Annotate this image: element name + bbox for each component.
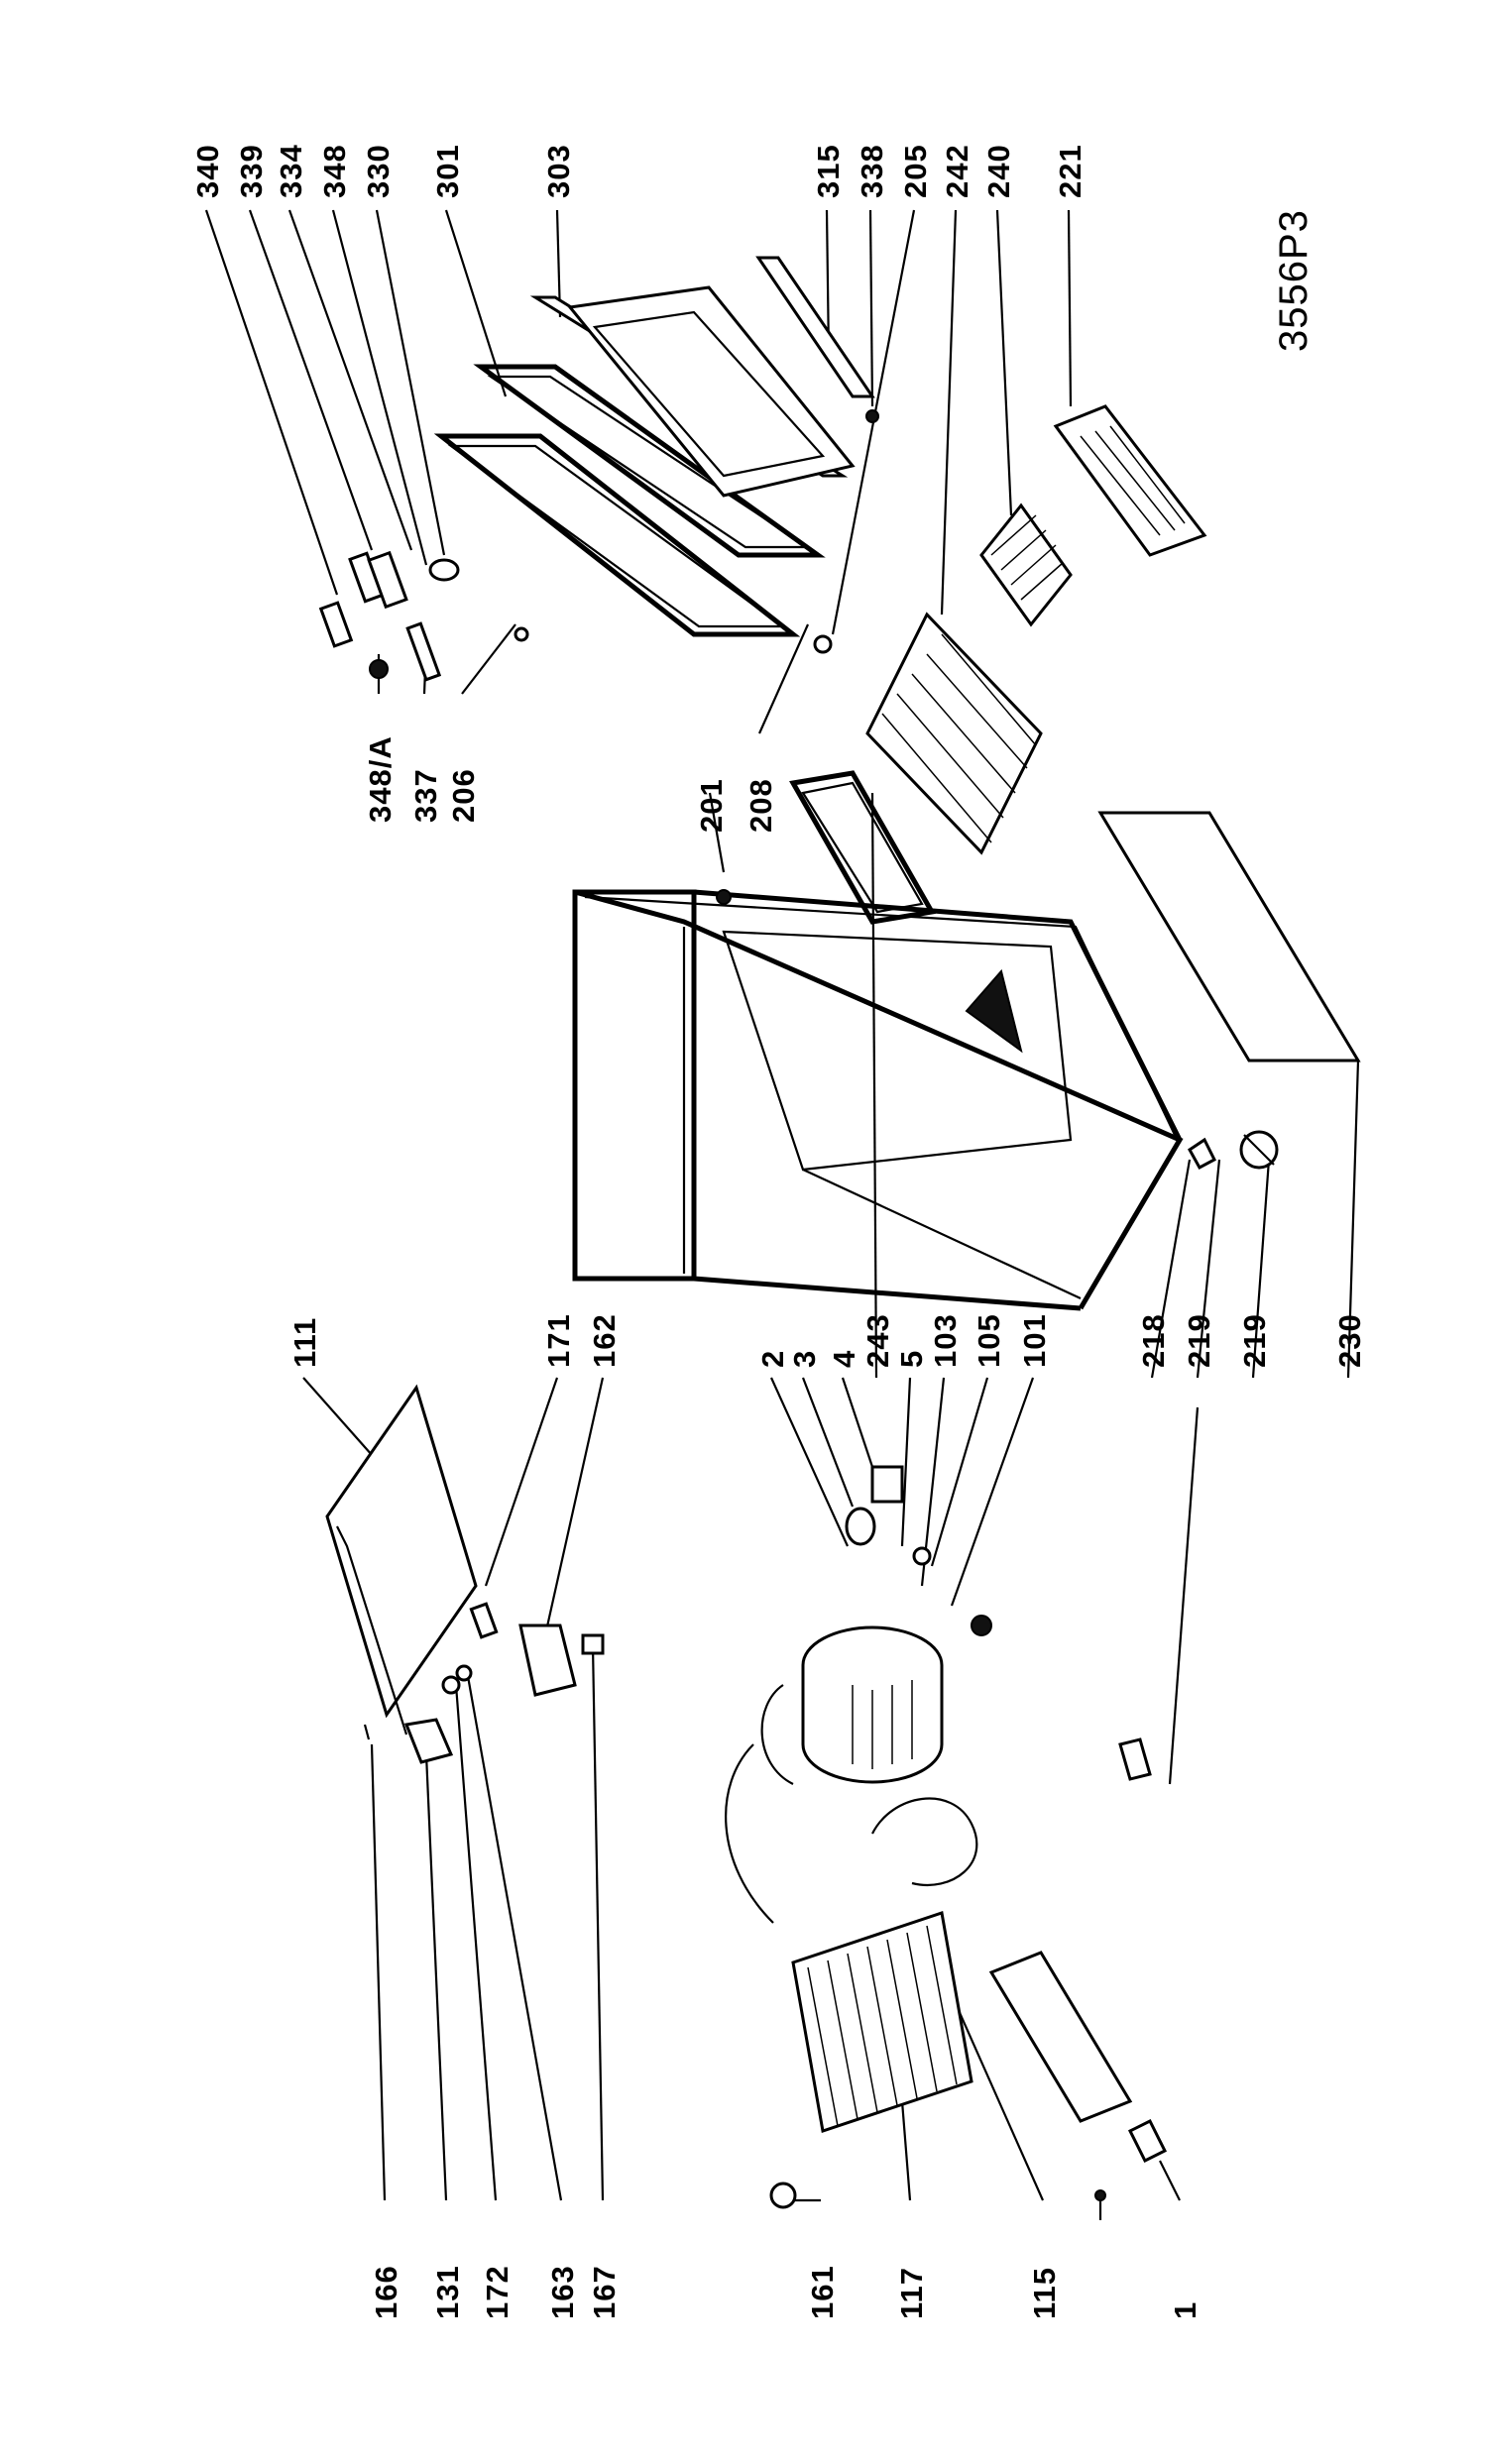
label-1: 1 — [1168, 2301, 1202, 2319]
compressor — [760, 1465, 992, 1785]
label-330: 330 — [361, 144, 396, 198]
label-131: 131 — [430, 2265, 465, 2319]
labels-top-right: 340 339 334 348 330 301 303 315 338 205 … — [190, 144, 1087, 198]
label-348: 348 — [317, 144, 352, 198]
label-101: 101 — [1017, 1313, 1052, 1368]
label-2: 2 — [755, 1350, 790, 1368]
labels-bottom: 166 131 172 163 167 161 117 115 1 — [369, 2265, 1202, 2319]
label-303: 303 — [541, 144, 576, 198]
small-parts-left — [363, 1624, 605, 1764]
top-cover — [325, 1384, 499, 1736]
label-334: 334 — [274, 144, 308, 198]
label-205: 205 — [898, 144, 933, 198]
label-242: 242 — [940, 144, 974, 198]
label-103: 103 — [928, 1313, 963, 1368]
label-5: 5 — [894, 1350, 929, 1368]
label-243: 243 — [860, 1313, 895, 1368]
label-167: 167 — [587, 2265, 622, 2319]
label-340: 340 — [190, 144, 225, 198]
label-171: 171 — [541, 1313, 576, 1368]
label-162: 162 — [587, 1313, 622, 1368]
label-206: 206 — [446, 768, 481, 823]
label-301: 301 — [430, 144, 465, 198]
label-115: 115 — [1027, 2267, 1062, 2319]
label-208: 208 — [744, 778, 778, 833]
labels-lower-middle: 111 171 162 2 3 4 243 5 103 105 101 218 … — [287, 1313, 1367, 1368]
drawing-code: 3556P3 — [1272, 209, 1315, 352]
label-166: 166 — [369, 2265, 403, 2319]
label-163: 163 — [545, 2265, 580, 2319]
cabinet — [572, 770, 1361, 1311]
label-348a: 348/A — [363, 735, 398, 823]
label-221: 221 — [1053, 144, 1087, 198]
shelf-parts — [865, 404, 1207, 855]
label-4: 4 — [827, 1350, 861, 1368]
label-105: 105 — [972, 1313, 1006, 1368]
label-161: 161 — [805, 2265, 840, 2319]
door-assembly — [318, 256, 879, 682]
label-337: 337 — [408, 768, 443, 823]
label-111: 111 — [287, 1317, 322, 1368]
label-240: 240 — [981, 144, 1016, 198]
label-3: 3 — [787, 1350, 822, 1368]
label-172: 172 — [480, 2265, 515, 2319]
label-315: 315 — [811, 144, 846, 198]
label-218: 218 — [1136, 1313, 1171, 1368]
label-117: 117 — [894, 2267, 929, 2319]
labels-middle: 348/A 337 206 201 208 — [363, 735, 778, 833]
label-339: 339 — [234, 144, 269, 198]
label-338: 338 — [855, 144, 889, 198]
condenser — [725, 1737, 1168, 2220]
